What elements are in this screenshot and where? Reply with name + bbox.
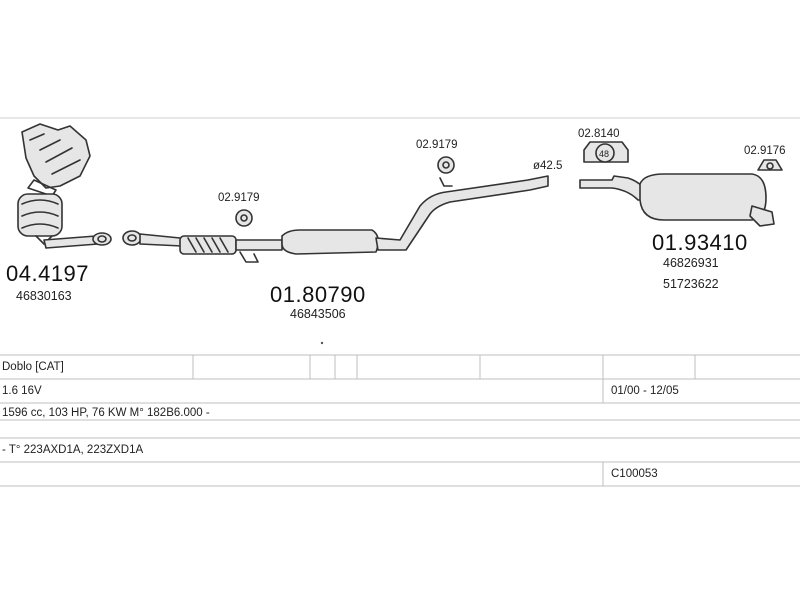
tail-hanger-icon[interactable] xyxy=(757,159,783,171)
manifold-part-number: 04.4197 xyxy=(6,261,89,286)
manifold-catalyst-drawing[interactable] xyxy=(17,123,112,249)
application-table: Doblo [CAT] 1.6 16V 01/00 - 12/05 1596 c… xyxy=(0,354,800,487)
table-model: Doblo [CAT] xyxy=(2,361,64,373)
table-specs: 1596 cc, 103 HP, 76 KW M° 182B6.000 - xyxy=(2,407,210,419)
middle-pipe-silencer-drawing[interactable] xyxy=(122,175,549,263)
table-types: - T° 223AXD1A, 223ZXD1A xyxy=(2,444,144,456)
front-hanger-number: 02.9179 xyxy=(218,192,260,204)
rear-oem-number-2: 51723622 xyxy=(663,277,719,291)
manifold-oem-number: 46830163 xyxy=(16,289,72,303)
rubber-mount-number: 02.8140 xyxy=(578,128,620,140)
mid-hanger-icon[interactable] xyxy=(437,156,455,174)
pipe-diameter-label: ø42.5 xyxy=(533,160,562,172)
rubber-mount-size: 48 xyxy=(599,149,609,159)
stray-dot xyxy=(320,341,324,345)
rear-oem-number-1: 46826931 xyxy=(663,256,719,270)
rear-silencer-drawing[interactable] xyxy=(579,173,775,227)
table-engine: 1.6 16V xyxy=(2,385,42,397)
mid-hanger-number: 02.9179 xyxy=(416,139,458,151)
table-years: 01/00 - 12/05 xyxy=(611,385,679,397)
rear-part-number: 01.93410 xyxy=(652,230,748,255)
front-hanger-icon[interactable] xyxy=(235,209,253,227)
table-catalog-code: C100053 xyxy=(611,468,658,480)
middle-part-number: 01.80790 xyxy=(270,282,366,307)
middle-oem-number: 46843506 xyxy=(290,307,346,321)
rubber-mount-icon[interactable]: 48 xyxy=(583,141,629,163)
tail-hanger-number: 02.9176 xyxy=(744,145,786,157)
